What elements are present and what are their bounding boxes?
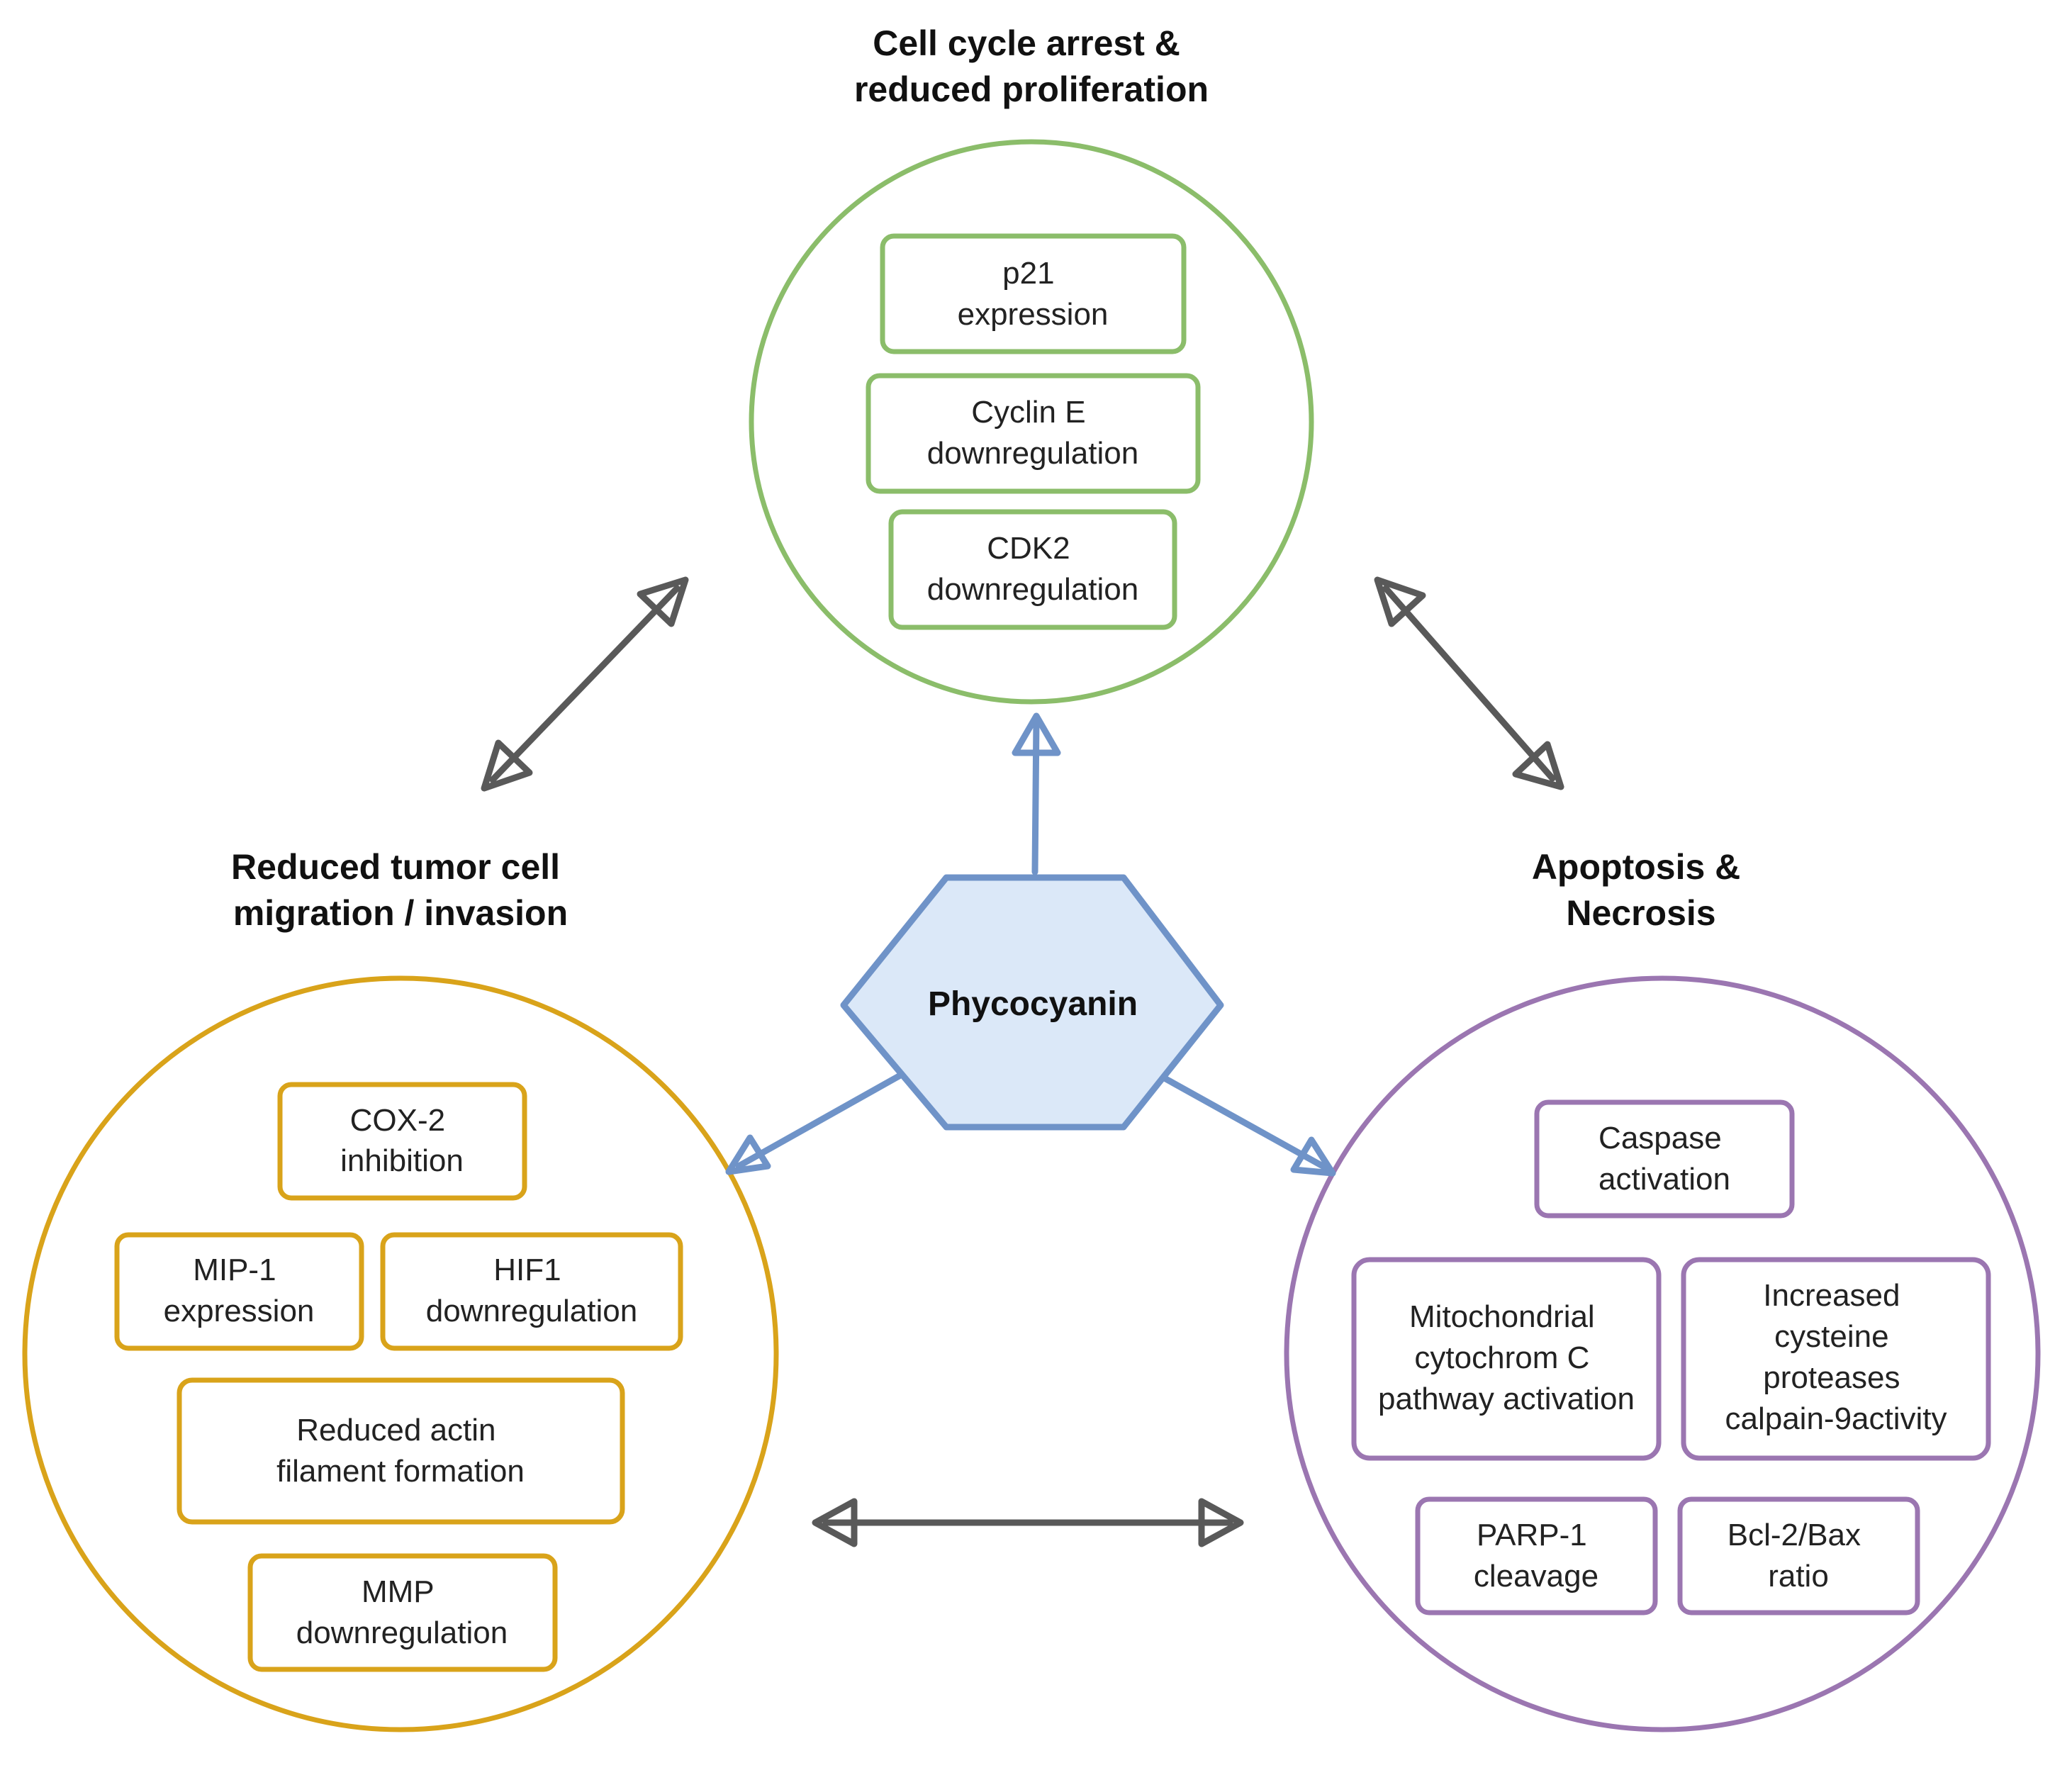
title-migration: Reduced tumor cell migration / invasion [231, 847, 570, 933]
double-arrow-right-top-head-1 [1374, 576, 1426, 627]
title-migration-line-2: migration / invasion [233, 893, 568, 933]
box-p21-line-1: p21 [1002, 256, 1054, 291]
center-hexagon [840, 874, 1224, 1131]
box-caspase-line-1: Caspase [1598, 1121, 1722, 1155]
box-mip1: MIP-1 expression [114, 1232, 364, 1351]
center-label: Phycocyanin [928, 985, 1138, 1023]
title-cell-cycle: Cell cycle arrest & reduced proliferatio… [854, 23, 1209, 109]
box-hif1-line-1: HIF1 [493, 1253, 561, 1287]
double-arrow-bottom-head-2 [1198, 1498, 1244, 1547]
box-bcl2-bax-line-2: ratio [1768, 1559, 1829, 1594]
box-cdk2: CDK2 downregulation [888, 509, 1177, 630]
box-calpain-line-1: Increased [1763, 1278, 1900, 1313]
box-calpain-line-4: calpain-9activity [1725, 1401, 1947, 1436]
title-migration-line-1: Reduced tumor cell [231, 847, 560, 887]
box-actin-line-2: filament formation [276, 1454, 525, 1489]
svg-text:COX-2 inhibition: COX-2 inhibition [340, 1103, 464, 1178]
box-caspase: Caspase activation [1534, 1099, 1795, 1219]
arrowhead-to-migration [725, 1134, 771, 1175]
box-cdk2-line-2: downregulation [927, 572, 1138, 607]
svg-text:HIF1 downregulation: HIF1 downregulation [426, 1253, 637, 1328]
box-calpain-line-2: cysteine [1774, 1319, 1888, 1354]
double-arrow-right-top-head-2 [1512, 741, 1564, 790]
box-mitochondrial: Mitochondrial cytochrom C pathway activa… [1351, 1257, 1662, 1461]
box-parp1: PARP-1 cleavage [1415, 1496, 1658, 1615]
double-arrow-left-top [489, 585, 681, 783]
box-calpain-line-3: proteases [1763, 1360, 1900, 1395]
box-cyclin-e-line-2: downregulation [927, 436, 1138, 471]
arrow-to-cell-cycle [1031, 716, 1040, 875]
box-mitochondrial-line-1: Mitochondrial [1409, 1299, 1595, 1334]
svg-text:Reduced actin filament f: Reduced actin filament formation [276, 1413, 525, 1489]
box-cox2-line-2: inhibition [340, 1143, 464, 1178]
box-caspase-line-2: activation [1598, 1162, 1730, 1197]
title-cell-cycle-line-2: reduced proliferation [854, 69, 1209, 109]
box-p21-line-2: expression [958, 297, 1109, 332]
double-arrow-bottom-head-1 [812, 1498, 858, 1547]
box-actin-line-1: Reduced actin [296, 1413, 495, 1447]
box-mitochondrial-line-2: cytochrom C [1414, 1340, 1589, 1375]
box-bcl2-bax: Bcl-2/Bax ratio [1677, 1496, 1920, 1615]
center-arrows [725, 712, 1336, 1177]
svg-text:MIP-1 expression: MIP-1 expression [164, 1253, 315, 1328]
box-calpain: Increased cysteine proteases calpain-9ac… [1681, 1257, 1991, 1461]
box-cyclin-e: Cyclin E downregulation [866, 373, 1201, 494]
box-hif1: HIF1 downregulation [380, 1232, 683, 1351]
box-cox2-line-1: COX-2 [350, 1103, 445, 1138]
box-parp1-line-1: PARP-1 [1477, 1518, 1587, 1552]
svg-text:Cyclin E downregulation: Cyclin E downregulation [927, 395, 1138, 471]
title-apoptosis-line-1: Apoptosis & [1532, 847, 1740, 887]
box-p21: p21 expression [880, 233, 1187, 354]
box-actin: Reduced actin filament formation [177, 1377, 625, 1525]
box-mitochondrial-line-3: pathway activation [1378, 1382, 1635, 1416]
svg-text:PARP-1 cleavage: PARP-1 cleavage [1474, 1518, 1598, 1594]
box-mmp-line-2: downregulation [296, 1615, 508, 1650]
title-apoptosis: Apoptosis & Necrosis [1532, 847, 1750, 933]
box-hif1-line-2: downregulation [426, 1294, 637, 1328]
circle-apoptosis [1284, 975, 2041, 1732]
circle-migration [22, 975, 779, 1732]
svg-text:Bcl-2/Bax ratio: Bcl-2/Bax ratio [1728, 1518, 1870, 1594]
svg-text:Mitochondrial cytochrom: Mitochondrial cytochrom C pathway activa… [1378, 1299, 1635, 1416]
arrow-to-migration [735, 1072, 904, 1170]
svg-text:Increased cysteine: Increased cysteine proteases calpain-9ac… [1725, 1278, 1947, 1436]
connectors [481, 576, 1564, 1547]
title-apoptosis-line-2: Necrosis [1566, 893, 1715, 933]
box-mip1-line-1: MIP-1 [193, 1253, 276, 1287]
title-cell-cycle-line-1: Cell cycle arrest & [873, 23, 1180, 63]
svg-text:MMP downregulation: MMP downregulation [296, 1574, 508, 1650]
double-arrow-right-top [1382, 585, 1556, 782]
box-cox2: COX-2 inhibition [277, 1082, 527, 1201]
arrowhead-to-apoptosis [1290, 1136, 1336, 1177]
box-cyclin-e-line-1: Cyclin E [971, 395, 1085, 430]
box-bcl2-bax-line-1: Bcl-2/Bax [1728, 1518, 1861, 1552]
box-mmp-line-1: MMP [362, 1574, 434, 1609]
arrowhead-to-cell-cycle [1012, 712, 1061, 756]
box-mip1-line-2: expression [164, 1294, 315, 1328]
double-arrow-left-top-head-2 [481, 739, 533, 792]
svg-text:p21 expression: p21 expression [958, 256, 1109, 332]
double-arrow-left-top-head-1 [637, 576, 689, 627]
box-parp1-line-2: cleavage [1474, 1559, 1598, 1594]
box-mmp: MMP downregulation [247, 1553, 558, 1672]
svg-text:CDK2 downregulation: CDK2 downregulation [927, 531, 1138, 607]
box-cdk2-line-1: CDK2 [987, 531, 1070, 566]
svg-text:Caspase activation: Caspase activation [1598, 1121, 1730, 1197]
circle-cell-cycle [749, 139, 1314, 705]
